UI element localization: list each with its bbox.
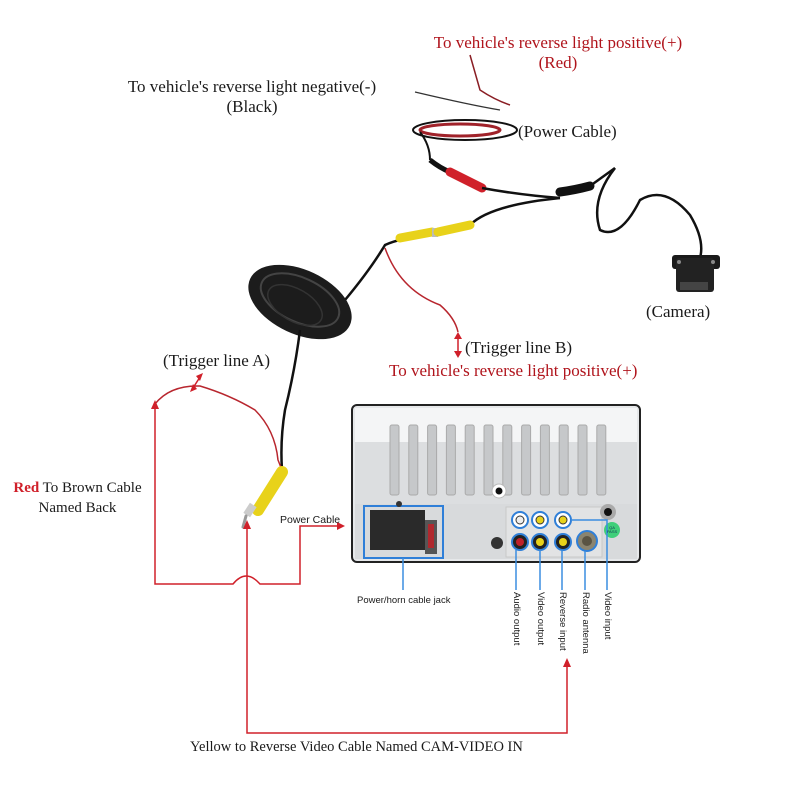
- rca-ports: [491, 504, 620, 552]
- brown-cable-line2: Named Back: [38, 500, 117, 516]
- heat-sink-fin: [521, 424, 532, 496]
- power-horn-jack-label: Power/horn cable jack: [357, 595, 451, 606]
- cable-coil: [248, 264, 352, 471]
- yellow-rca-connector: [395, 220, 475, 243]
- reverse-negative-text: To vehicle's reverse light negative(-): [127, 77, 377, 96]
- reverse-positive-top-color: (Red): [538, 53, 578, 72]
- power-cable-label: (Power Cable): [518, 122, 617, 141]
- callout-lines: [402, 519, 608, 590]
- trigger-line-a-label: (Trigger line A): [163, 351, 271, 370]
- heat-sink-fin: [596, 424, 607, 496]
- qa-pass-badge: QA PASS: [606, 525, 618, 534]
- port-label-video-output: Video output: [535, 592, 546, 646]
- camera-label: (Camera): [646, 302, 711, 321]
- heat-sink-fin: [577, 424, 588, 496]
- heat-sink-fin: [483, 424, 494, 496]
- red-word: Red: [13, 480, 40, 496]
- trigger-line-b-label: (Trigger line B): [465, 338, 573, 357]
- power-horn-connector: [363, 501, 444, 559]
- port-label-reverse-input: Reverse input: [557, 592, 568, 651]
- reverse-positive-top-label: To vehicle's reverse light positive(+) (…: [378, 33, 738, 73]
- heat-sink-fin: [502, 424, 513, 496]
- heat-sink-fin: [445, 424, 456, 496]
- arrow-heads: [151, 332, 571, 667]
- power-cable-coil: [412, 54, 518, 161]
- heat-sink-fins: [389, 424, 607, 496]
- port-label-audio-output: Audio output: [511, 592, 522, 646]
- power-connector: [428, 158, 616, 200]
- port-label-video-input: Video input: [602, 592, 613, 640]
- reverse-negative-label: To vehicle's reverse light negative(-) (…: [82, 77, 422, 117]
- heat-sink-fin: [408, 424, 419, 496]
- yellow-reverse-label: Yellow to Reverse Video Cable Named CAM-…: [190, 739, 523, 755]
- brown-cable-label: Red To Brown Cable Named Back: [0, 478, 155, 518]
- camera-cable: [595, 167, 703, 259]
- port-label-radio-antenna: Radio antenna: [580, 592, 591, 654]
- heat-sink-fin: [464, 424, 475, 496]
- trigger-line-a-wire: [154, 385, 283, 471]
- heat-sink-fin: [539, 424, 550, 496]
- power-cable-small-label: Power Cable: [280, 514, 341, 526]
- reverse-negative-color: (Black): [226, 97, 278, 116]
- heat-sink-fin: [427, 424, 438, 496]
- reverse-positive-bottom-label: To vehicle's reverse light positive(+): [389, 361, 638, 380]
- heat-sink-fin: [389, 424, 400, 496]
- reverse-positive-top-text: To vehicle's reverse light positive(+): [433, 33, 683, 52]
- heat-sink-fin: [558, 424, 569, 496]
- brown-cable-line1: To Brown Cable: [39, 480, 142, 496]
- trigger-line-b-wire: [384, 247, 459, 333]
- camera: [672, 255, 720, 292]
- yellow-rca-plug: [241, 466, 288, 529]
